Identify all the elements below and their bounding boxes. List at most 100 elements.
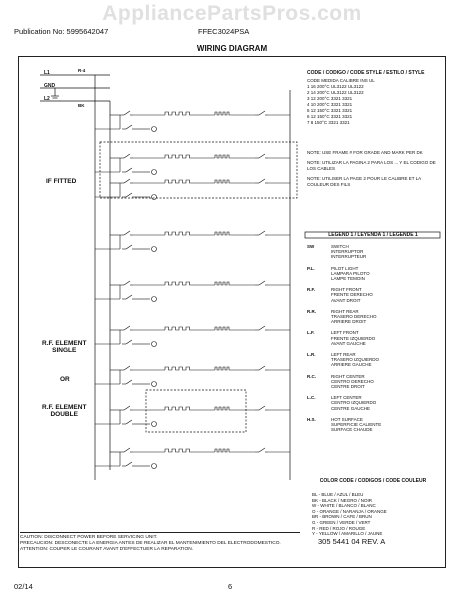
element-resistor <box>214 448 231 453</box>
color-code-item: BR - BROWN / CAFE / BRUN <box>312 514 372 520</box>
note-item: NOTE: UTILISER LA PAGE 2 POUR LE CALIBRE… <box>307 176 421 187</box>
element-resistor <box>214 179 231 184</box>
legend-item: L.F. LEFT FRONT FRENTE IZQUIERDO AVANT GA… <box>307 330 439 346</box>
legend-description: LEFT FRONT FRENTE IZQUIERDO AVANT GAUCHE <box>331 330 376 346</box>
code-table-row: 1 16 200°C UL3122 UL3122 <box>307 84 364 89</box>
legend-description: HOT SURFACE SUPERFICIE CALIENTE SURFACE … <box>331 416 382 433</box>
pilot-light <box>151 341 157 347</box>
legend-item: L.R.LEFT REAR TRASERO IZQUIERDO ARRIERE … <box>307 352 439 368</box>
color-code-item: R - RED / ROJO / ROUGE <box>312 525 366 531</box>
switch-contact <box>123 110 131 116</box>
heating-element <box>164 179 193 184</box>
wire-bk: BK <box>78 103 85 108</box>
legend-description: RIGHT REAR TRASERO DERECHO ARRIERE DROIT <box>331 308 377 325</box>
pilot-light <box>151 126 157 132</box>
element-resistor <box>214 326 231 331</box>
legend-title: LEGEND 1 / LEYENDA 1 / LEGENDE 1 <box>328 232 418 238</box>
color-code-item: Y - YELLOW / AMARILLO / JAUNE <box>312 531 383 537</box>
color-code-item: G - GREEN / VERDE / VERT <box>312 519 371 525</box>
model-number: FFEC3024PSA <box>198 27 250 36</box>
terminal-gnd: GND <box>44 83 56 89</box>
legend-item: R.C. RIGHT CENTER CENTRO DERECHO CENTRE D… <box>307 374 439 390</box>
page-number: 6 <box>228 582 233 591</box>
switch-contact <box>258 365 266 371</box>
code-table-columns: CODE MEDIDA CALIBRE INS UL <box>307 78 375 83</box>
code-table-row: 2 14 200°C UL3122 UL3122 <box>307 90 364 95</box>
heating-element <box>164 406 193 411</box>
switch-contact <box>123 447 131 453</box>
legend-item: L.C.LEFT CENTER CENTRO IZQUIERDO CENTRE … <box>307 395 439 411</box>
legend-description: SWITCH INTERRUPTOR INTERRUPTEUR <box>331 244 367 260</box>
switch-contact <box>125 167 133 173</box>
pilot-light <box>151 463 157 469</box>
note-item: NOTE: UTILIZAR LA PAGINA 2 PARA LOS ... … <box>307 160 436 171</box>
part-number: 305 5441 04 REV. A <box>318 537 386 546</box>
heating-element <box>164 154 193 159</box>
heating-element <box>164 366 193 371</box>
switch-contact <box>258 230 266 236</box>
label-rf-double: R.F. ELEMENT DOUBLE <box>42 404 87 418</box>
heating-element <box>164 231 193 236</box>
pilot-light <box>151 246 157 252</box>
pilot-light <box>151 194 157 200</box>
switch-contact <box>123 153 131 159</box>
switch-contact <box>125 244 133 250</box>
code-table-row: 5 12 150°C 3321 3321 <box>307 108 353 113</box>
switch-contact <box>123 365 131 371</box>
legend-code: L.F. <box>307 330 315 336</box>
legend-item: R.F.RIGHT FRONT FRENTE DERECHO AVANT DRO… <box>307 287 439 303</box>
legend-item: P.L.PILOT LIGHT LAMPARA PILOTO LAMPE TEM… <box>307 266 439 282</box>
switch-contact <box>125 419 133 425</box>
legend-description: RIGHT FRONT FRENTE DERECHO AVANT DROIT <box>331 287 373 303</box>
legend-description: RIGHT CENTER CENTRO DERECHO CENTRE DROIT <box>331 373 374 390</box>
label-or: OR <box>60 376 70 383</box>
notes: NOTE: USE FRAME # FOR GRADE AND MARK PER… <box>307 150 437 192</box>
code-table-row: 3 12 200°C 3321 3321 <box>307 96 353 101</box>
switch-contact <box>125 379 133 385</box>
color-code-title: COLOR CODE / CODIGOS / CODE COULEUR <box>319 478 427 484</box>
label-rf-single: R.F. ELEMENT SINGLE <box>42 340 87 354</box>
element-resistor <box>214 154 231 159</box>
pilot-light <box>151 296 157 302</box>
code-table: CODE / CODIGO / CODE STYLE / ESTILO / ST… <box>307 70 437 126</box>
code-table-row: 7 8 150°C 3321 3321 <box>307 120 350 125</box>
switch-contact <box>258 447 266 453</box>
color-code-item: BL - BLUE / AZUL / BLEU <box>312 492 364 497</box>
element-resistor <box>214 281 231 286</box>
label-if-fitted: IF FITTED <box>46 178 77 185</box>
switch-contact <box>123 230 131 236</box>
terminal-l1: L1 <box>44 70 50 76</box>
code-table-row: 6 12 150°C 3321 3321 <box>307 114 353 119</box>
diagram-title: WIRING DIAGRAM <box>196 44 268 53</box>
element-resistor <box>214 111 231 116</box>
switch-contact <box>258 280 266 286</box>
legend-description: PILOT LIGHT LAMPARA PILOTO LAMPE TEMOIN <box>331 265 370 282</box>
legend-item: H.S. HOT SURFACE SUPERFICIE CALIENTE SURF… <box>307 417 439 433</box>
legend-item: R.R.RIGHT REAR TRASERO DERECHO ARRIERE D… <box>307 309 439 325</box>
switch-contact <box>125 461 133 467</box>
switch-contact <box>123 178 131 184</box>
note-item: NOTE: USE FRAME # FOR GRADE AND MARK PER… <box>307 150 423 155</box>
switch-contact <box>125 294 133 300</box>
switch-contact <box>258 325 266 331</box>
heating-element <box>164 326 193 331</box>
diagram-frame <box>18 56 446 568</box>
wire-r4: R-4 <box>78 68 86 73</box>
color-code-item: O - ORANGE / NARANJA / ORANGE <box>312 508 387 514</box>
legend-code: L.C. <box>307 395 316 401</box>
pilot-light <box>151 169 157 175</box>
switch-contact <box>125 124 133 130</box>
pilot-light <box>151 381 157 387</box>
heating-element <box>164 281 193 286</box>
color-code-item: BK - BLACK / NEGRO / NOIR <box>312 497 373 503</box>
legend-code: H.S. <box>307 416 316 422</box>
legend-code: R.C. <box>307 373 316 379</box>
switch-contact <box>258 110 266 116</box>
switch-contact <box>258 153 266 159</box>
switch-contact <box>258 405 266 411</box>
switch-contact <box>125 192 133 198</box>
